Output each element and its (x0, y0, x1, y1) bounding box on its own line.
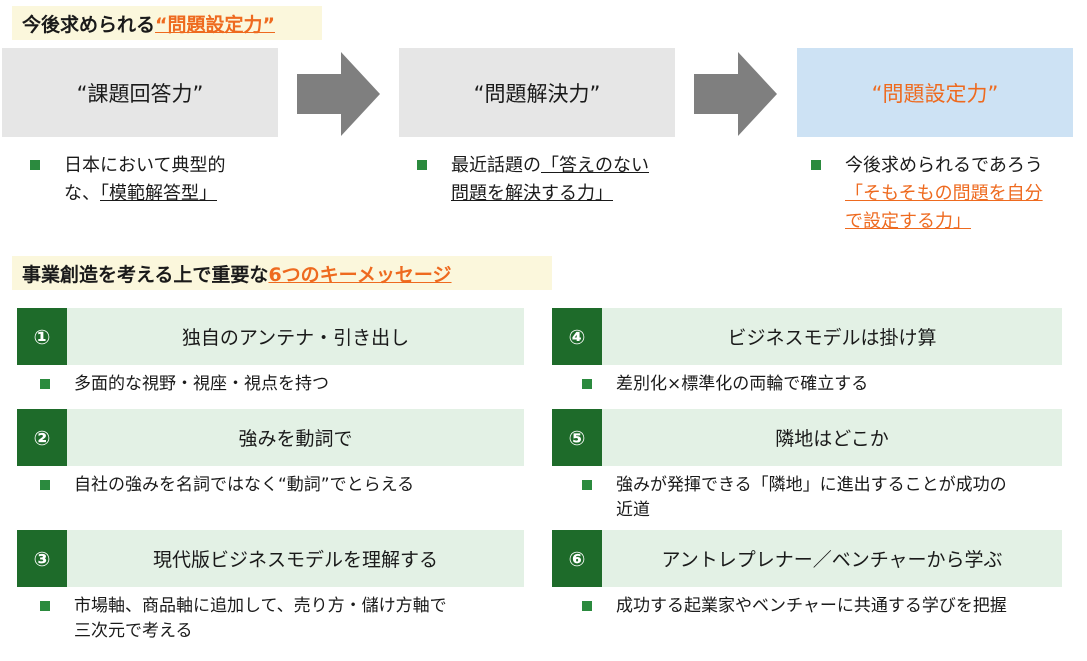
stage-bullet-3-line1: 今後求められるであろう (845, 155, 1043, 176)
stage-bullet-1-line2-underlined: 「模範解答型」 (100, 183, 217, 204)
stage-bullet-3-line2: 「そもそもの問題を自分 (845, 183, 1043, 204)
message-title-1: 独自のアンテナ・引き出し (67, 308, 524, 365)
message-bullet-4: 差別化×標準化の両輪で確立する (582, 372, 1077, 400)
stage-label-1: “課題回答力” (76, 81, 204, 106)
bullet-square-icon (417, 160, 427, 170)
bullet-square-icon (811, 160, 821, 170)
message-title-5: 隣地はどこか (602, 409, 1062, 466)
message-bullet-5-line2: 近道 (616, 500, 650, 520)
arrow-right-icon (297, 52, 380, 136)
message-number-2: ② (17, 409, 67, 466)
message-number-5: ⑤ (552, 409, 602, 466)
arrow-right-icon (694, 52, 777, 136)
stage-box-3: “問題設定力” (797, 48, 1073, 137)
bottom-heading-highlight: 6つのキーメッセージ (268, 263, 452, 286)
stage-bullet-2-line1-underlined: 「答えのない (541, 155, 649, 176)
message-bullet-6: 成功する起業家やベンチャーに共通する学びを把握 (582, 594, 1082, 622)
bullet-square-icon (40, 379, 50, 389)
message-bullet-1-text: 多面的な視野・視座・視点を持つ (74, 374, 329, 394)
message-bullet-4-text: 差別化×標準化の両輪で確立する (616, 374, 869, 394)
message-number-3: ③ (17, 530, 67, 587)
message-title-4: ビジネスモデルは掛け算 (602, 308, 1062, 365)
message-bullet-3: 市場軸、商品軸に追加して、売り方・儲け方軸で 三次元で考える (40, 594, 540, 650)
stage-bullet-1-line1: 日本において典型的 (64, 155, 226, 176)
stage-bullet-1-line2-plain: な、 (64, 183, 100, 204)
bullet-square-icon (582, 379, 592, 389)
message-number-1: ① (17, 308, 67, 365)
stage-bullet-3: 今後求められるであろう 「そもそもの問題を自分 で設定する力」 (811, 152, 1081, 240)
message-bullet-3-line1: 市場軸、商品軸に追加して、売り方・儲け方軸で (74, 596, 447, 616)
top-heading-highlight: “問題設定力” (155, 13, 275, 36)
top-heading-prefix: 今後求められる (22, 13, 156, 36)
stage-bullet-2: 最近話題の「答えのない 問題を解決する力」 (417, 152, 677, 212)
message-title-2: 強みを動詞で (67, 409, 524, 466)
message-number-6: ⑥ (552, 530, 602, 587)
message-bullet-5-line1: 強みが発揮できる「隣地」に進出することが成功の (616, 475, 1007, 495)
bottom-heading-prefix: 事業創造を考える上で重要な (22, 263, 269, 286)
message-bullet-2: 自社の強みを名詞ではなく“動詞”でとらえる (40, 473, 530, 501)
message-title-3: 現代版ビジネスモデルを理解する (67, 530, 524, 587)
message-bullet-6-text: 成功する起業家やベンチャーに共通する学びを把握 (616, 596, 1007, 616)
bullet-square-icon (30, 160, 40, 170)
stage-bullet-2-line2: 問題を解決する力」 (451, 183, 613, 204)
bullet-square-icon (582, 480, 592, 490)
bullet-square-icon (40, 480, 50, 490)
stage-bullet-3-line3: で設定する力」 (845, 211, 971, 232)
stage-box-2: “問題解決力” (399, 48, 675, 137)
message-title-6: アントレプレナー／ベンチャーから学ぶ (602, 530, 1062, 587)
top-heading: 今後求められる“問題設定力” (12, 6, 322, 40)
stage-box-1: “課題回答力” (2, 48, 278, 137)
bullet-square-icon (40, 601, 50, 611)
bullet-square-icon (582, 601, 592, 611)
stage-bullet-2-line1-plain: 最近話題の (451, 155, 541, 176)
stage-label-3: “問題設定力” (871, 81, 999, 106)
message-number-4: ④ (552, 308, 602, 365)
stage-label-2: “問題解決力” (473, 81, 601, 106)
message-bullet-1: 多面的な視野・視座・視点を持つ (40, 372, 530, 400)
stage-bullet-1: 日本において典型的 な、「模範解答型」 (30, 152, 280, 212)
message-bullet-2-text: 自社の強みを名詞ではなく“動詞”でとらえる (74, 475, 415, 495)
message-bullet-3-line2: 三次元で考える (74, 621, 193, 641)
message-bullet-5: 強みが発揮できる「隣地」に進出することが成功の 近道 (582, 473, 1077, 529)
